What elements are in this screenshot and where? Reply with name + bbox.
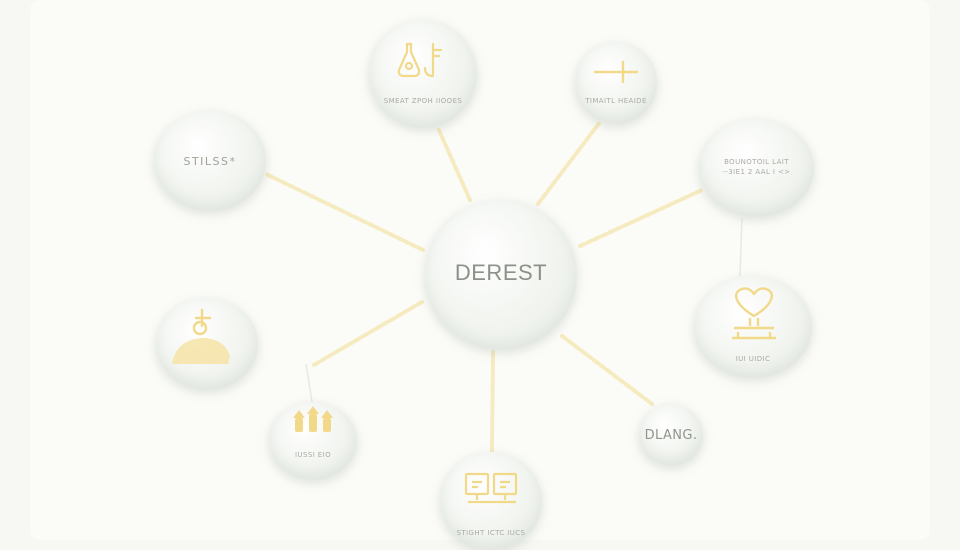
link-center-timaitl: [536, 120, 602, 206]
node-smeat[interactable]: SMEAT ZPOH IIOOES: [369, 20, 477, 128]
node-bounotoil-label: BOUNOTOIL LAIT --3IE1 2 AAL I <>: [722, 158, 791, 176]
node-stight-label: STIGHT ICTC IUCS: [456, 529, 526, 537]
node-timaitl[interactable]: TIMAITL HEAIDE: [575, 42, 657, 124]
link-center-bird: [310, 300, 424, 368]
link-center-stilss: [264, 172, 425, 252]
link-center-stight: [490, 350, 495, 454]
node-bird[interactable]: [156, 298, 258, 390]
link-center-smeat: [436, 126, 472, 202]
node-iui[interactable]: IUI UIDIC: [694, 276, 812, 378]
connector-layer: [264, 120, 743, 454]
node-stilss-label: STILSS*: [183, 155, 237, 168]
node-stight[interactable]: STIGHT ICTC IUCS: [440, 452, 542, 550]
link-center-bounotoil: [578, 188, 704, 248]
node-dlang[interactable]: DLANG.: [639, 404, 703, 466]
heart-stand-icon: [732, 287, 776, 340]
node-iui-label: IUI UIDIC: [735, 355, 771, 363]
node-stilss[interactable]: STILSS*: [154, 111, 266, 211]
node-iussi-label: IUSSI EIO: [295, 451, 331, 459]
center-node-label: DEREST: [454, 260, 548, 285]
link-center-dlang: [560, 334, 654, 406]
bird-icon: [172, 308, 230, 364]
node-timaitl-label: TIMAITL HEAIDE: [585, 97, 647, 105]
sword-icon: [593, 60, 639, 84]
node-smeat-label: SMEAT ZPOH IIOOES: [383, 97, 463, 105]
link-bounotoil-iui: [739, 217, 743, 277]
mind-map-canvas: DEREST SMEAT ZPOH IIOOES TIMAITL HEAIDE: [30, 0, 930, 550]
node-dlang-label: DLANG.: [644, 428, 698, 443]
center-node[interactable]: DEREST: [425, 200, 577, 350]
node-iussi[interactable]: IUSSI EIO: [269, 402, 357, 480]
flask-key-icon: [397, 42, 443, 78]
link-bird-iussi: [305, 363, 313, 403]
people-icon: [293, 406, 333, 432]
monitor-icon: [464, 472, 518, 504]
node-bounotoil[interactable]: BOUNOTOIL LAIT --3IE1 2 AAL I <>: [699, 119, 814, 217]
